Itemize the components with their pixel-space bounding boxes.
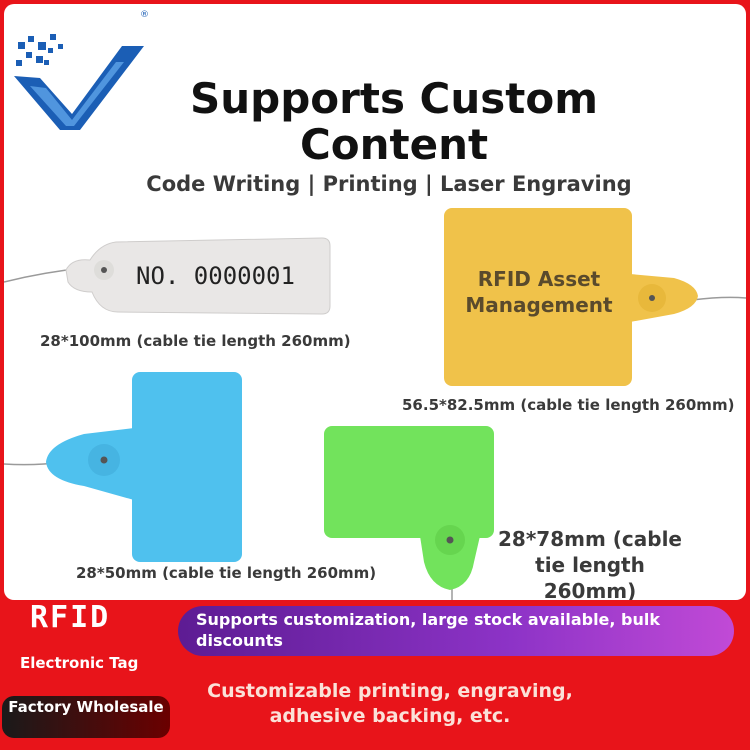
- factory-wholesale-text: Factory Wholesale: [8, 698, 164, 716]
- green-tag: [324, 426, 494, 600]
- rfid-label: RFID: [30, 600, 111, 635]
- white-tag: [4, 237, 331, 315]
- electronic-tag-label: Electronic Tag: [20, 654, 139, 672]
- blue-tag-caption: 28*50mm (cable tie length 260mm): [76, 564, 377, 582]
- page-subtitle: Code Writing | Printing | Laser Engravin…: [146, 172, 632, 196]
- features-text: Customizable printing, engraving, adhesi…: [207, 680, 573, 727]
- yellow-tag-caption: 56.5*82.5mm (cable tie length 260mm): [402, 396, 735, 414]
- page-title: Supports Custom Content: [190, 74, 598, 169]
- yellow-tag: [444, 208, 746, 386]
- promo-banner: [178, 606, 734, 656]
- registered-mark: ®: [140, 10, 149, 20]
- product-panel: ® Supports Custom Content Code Writing |…: [4, 4, 746, 600]
- white-tag-code: NO. 0000001: [136, 262, 295, 290]
- promo-banner-text: Supports customization, large stock avai…: [196, 610, 661, 650]
- white-tag-caption: 28*100mm (cable tie length 260mm): [40, 332, 351, 350]
- green-tag-caption: 28*78mm (cable tie length 260mm): [498, 527, 682, 600]
- factory-wholesale-badge: Factory Wholesale: [2, 696, 170, 738]
- blue-tag: [4, 372, 242, 562]
- yellow-tag-text: RFID Asset Management: [465, 267, 613, 317]
- brand-logo: [14, 34, 144, 130]
